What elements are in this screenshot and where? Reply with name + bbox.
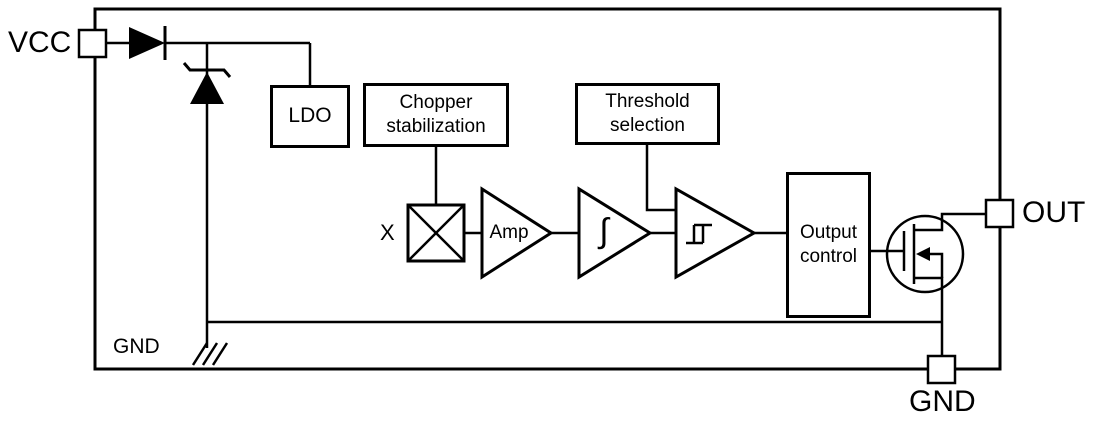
ic-boundary [93, 7, 1002, 371]
ldo-block: LDO [270, 85, 350, 148]
amp-label: Amp [489, 222, 529, 243]
out-pad [984, 198, 1015, 229]
integrator-label: ∫ [599, 211, 609, 250]
diode-icon [129, 26, 167, 60]
gnd-rail-label: GND [113, 335, 160, 358]
gnd-pad [926, 354, 957, 385]
hall-input-label: X [380, 220, 395, 245]
hall-plate-icon [406, 203, 466, 263]
hysteresis-icon [686, 223, 712, 245]
pads [77, 28, 1015, 385]
threshold-selection-block: Threshold selection [575, 83, 720, 145]
chopper-stabilization-block: Chopper stabilization [363, 83, 509, 147]
wire-body-tie [930, 252, 944, 278]
output-control-block: Output control [786, 172, 871, 318]
gnd-pin-label: GND [909, 385, 976, 418]
chassis-ground-icon [191, 342, 229, 366]
zener-diode-icon [182, 62, 232, 104]
vcc-pin-label: VCC [8, 26, 72, 59]
wire-drain-to-out [914, 212, 986, 232]
mosfet-icon [885, 214, 965, 294]
amp-triangle-icon [480, 186, 554, 280]
integrator-triangle-icon [577, 186, 653, 280]
schmitt-trigger-triangle-icon [674, 186, 758, 280]
wire-threshold-to-schmitt [645, 145, 678, 212]
vcc-pad [77, 28, 108, 59]
out-pin-label: OUT [1022, 196, 1086, 229]
